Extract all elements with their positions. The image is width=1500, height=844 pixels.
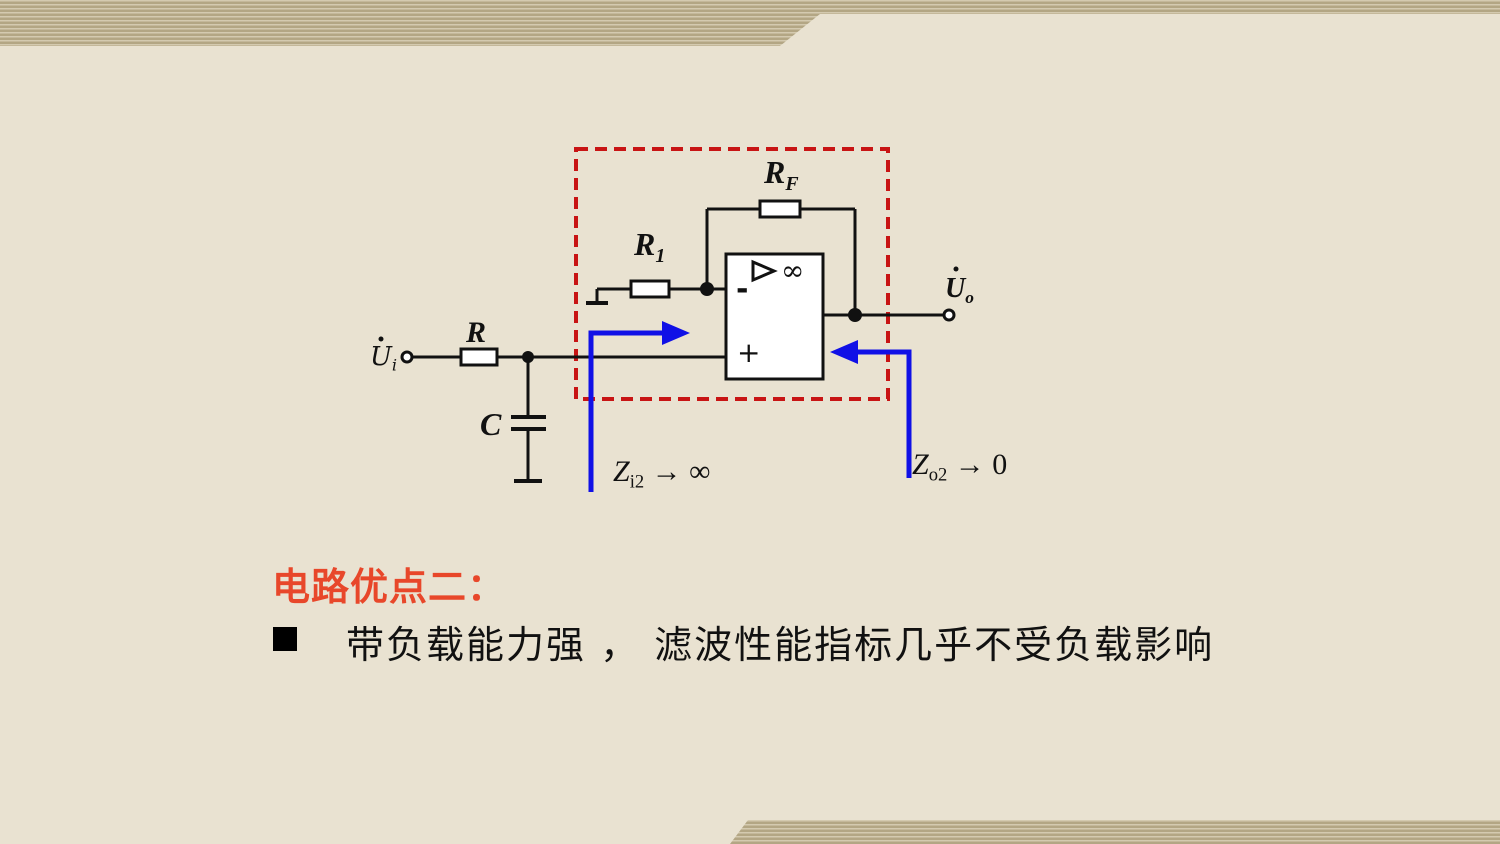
- output-terminal: [942, 308, 956, 322]
- zo-impedance-label: Zo2 → 0: [912, 448, 1008, 486]
- bottom-stripe-band: [730, 820, 1500, 844]
- advantage-heading: 电路优点二：: [272, 565, 507, 609]
- input-voltage-label: Ui: [370, 342, 398, 375]
- junction-dot-output: [848, 308, 862, 322]
- opamp-plus-label: +: [737, 336, 761, 369]
- output-u-dot: [953, 266, 959, 272]
- output-voltage-label: Uo: [945, 273, 974, 308]
- junction-dot-r1: [700, 282, 714, 296]
- top-stripe-band: [0, 0, 1500, 46]
- resistor-rf-label: RF: [764, 154, 799, 195]
- opamp-body: [724, 252, 825, 381]
- capacitor-c-label: C: [480, 406, 502, 442]
- resistor-r-label: R: [466, 316, 487, 349]
- advantage-bullet-text: 带负载能力强 ， 滤波性能指标几乎不受负载影响: [346, 623, 1215, 667]
- opamp-gain-label: ∞: [781, 254, 805, 287]
- opamp-minus-label: -: [736, 272, 749, 307]
- zi-impedance-label: Zi2 → ∞: [613, 455, 711, 493]
- dashed-opamp-box: [574, 147, 890, 401]
- junction-dot-input: [522, 351, 534, 363]
- zi-arrow: [588, 321, 690, 492]
- opamp-triangle-symbol: [751, 259, 778, 283]
- resistor-r1-label: R1: [634, 226, 666, 267]
- circuit-wires: [400, 199, 956, 483]
- bullet-marker: [273, 627, 297, 651]
- zo-arrow: [830, 340, 912, 478]
- input-u-dot: [378, 336, 384, 342]
